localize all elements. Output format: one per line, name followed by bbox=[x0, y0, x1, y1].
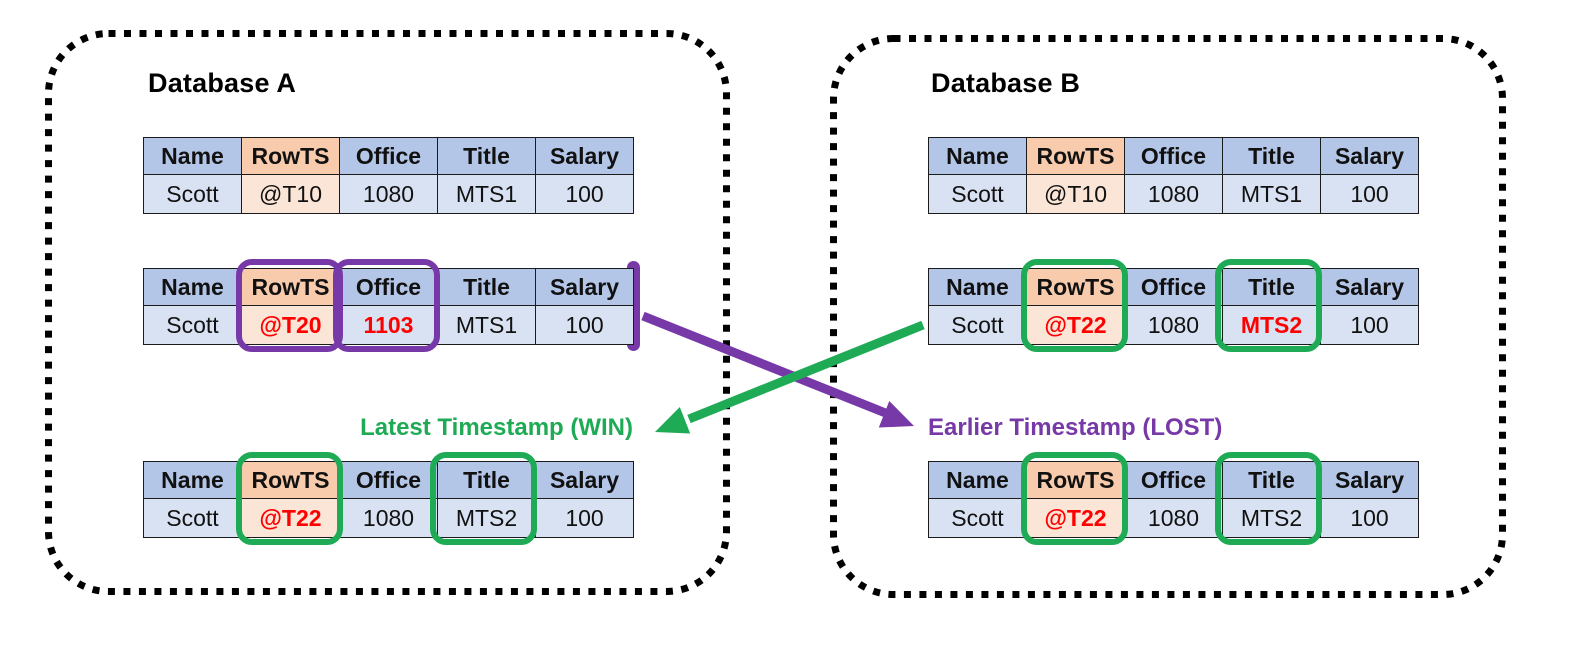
value-cell-title: MTS2 bbox=[1222, 498, 1321, 538]
header-cell-salary: Salary bbox=[535, 461, 634, 499]
value-cell-name: Scott bbox=[143, 498, 242, 538]
panel-b-title: Database B bbox=[931, 68, 1081, 98]
header-cell-rowts: RowTS bbox=[1026, 461, 1125, 499]
value-cell-rowts: @T22 bbox=[1026, 498, 1125, 538]
header-cell-title: Title bbox=[437, 268, 536, 306]
header-cell-name: Name bbox=[928, 268, 1027, 306]
header-cell-title: Title bbox=[1222, 268, 1321, 306]
header-cell-office: Office bbox=[339, 137, 438, 175]
value-cell-salary: 100 bbox=[1320, 305, 1419, 345]
value-cell-office: 1103 bbox=[339, 305, 438, 345]
header-cell-rowts: RowTS bbox=[241, 461, 340, 499]
value-cell-rowts: @T10 bbox=[241, 174, 340, 214]
value-cell-name: Scott bbox=[143, 305, 242, 345]
header-cell-salary: Salary bbox=[535, 137, 634, 175]
value-cell-name: Scott bbox=[928, 305, 1027, 345]
header-cell-rowts: RowTS bbox=[1026, 268, 1125, 306]
value-cell-rowts: @T22 bbox=[1026, 305, 1125, 345]
header-cell-salary: Salary bbox=[535, 268, 634, 306]
value-cell-salary: 100 bbox=[535, 174, 634, 214]
purple-arrow bbox=[641, 311, 914, 428]
header-cell-office: Office bbox=[1124, 461, 1223, 499]
value-cell-rowts: @T20 bbox=[241, 305, 340, 345]
value-cell-salary: 100 bbox=[1320, 174, 1419, 214]
header-cell-name: Name bbox=[928, 461, 1027, 499]
value-cell-title: MTS1 bbox=[437, 174, 536, 214]
value-cell-name: Scott bbox=[928, 498, 1027, 538]
header-cell-salary: Salary bbox=[1320, 268, 1419, 306]
header-cell-title: Title bbox=[437, 137, 536, 175]
header-cell-rowts: RowTS bbox=[241, 137, 340, 175]
header-cell-office: Office bbox=[339, 268, 438, 306]
header-cell-office: Office bbox=[339, 461, 438, 499]
value-cell-title: MTS1 bbox=[1222, 174, 1321, 214]
header-cell-name: Name bbox=[928, 137, 1027, 175]
value-cell-office: 1080 bbox=[1124, 305, 1223, 345]
header-cell-rowts: RowTS bbox=[241, 268, 340, 306]
header-cell-name: Name bbox=[143, 137, 242, 175]
value-cell-rowts: @T10 bbox=[1026, 174, 1125, 214]
header-cell-office: Office bbox=[1124, 268, 1223, 306]
header-cell-title: Title bbox=[1222, 461, 1321, 499]
value-cell-office: 1080 bbox=[339, 174, 438, 214]
green-arrow bbox=[655, 320, 925, 434]
value-cell-salary: 100 bbox=[1320, 498, 1419, 538]
header-cell-salary: Salary bbox=[1320, 461, 1419, 499]
header-cell-title: Title bbox=[437, 461, 536, 499]
value-cell-office: 1080 bbox=[1124, 174, 1223, 214]
value-cell-office: 1080 bbox=[339, 498, 438, 538]
header-cell-title: Title bbox=[1222, 137, 1321, 175]
header-cell-name: Name bbox=[143, 461, 242, 499]
lost-label: Earlier Timestamp (LOST) bbox=[928, 414, 1223, 441]
value-cell-name: Scott bbox=[928, 174, 1027, 214]
value-cell-title: MTS2 bbox=[1222, 305, 1321, 345]
win-label: Latest Timestamp (WIN) bbox=[360, 414, 633, 441]
value-cell-salary: 100 bbox=[535, 498, 634, 538]
value-cell-salary: 100 bbox=[535, 305, 634, 345]
value-cell-rowts: @T22 bbox=[241, 498, 340, 538]
header-cell-office: Office bbox=[1124, 137, 1223, 175]
value-cell-title: MTS2 bbox=[437, 498, 536, 538]
value-cell-name: Scott bbox=[143, 174, 242, 214]
value-cell-title: MTS1 bbox=[437, 305, 536, 345]
value-cell-office: 1080 bbox=[1124, 498, 1223, 538]
panel-a-title: Database A bbox=[148, 68, 297, 98]
header-cell-name: Name bbox=[143, 268, 242, 306]
header-cell-salary: Salary bbox=[1320, 137, 1419, 175]
header-cell-rowts: RowTS bbox=[1026, 137, 1125, 175]
